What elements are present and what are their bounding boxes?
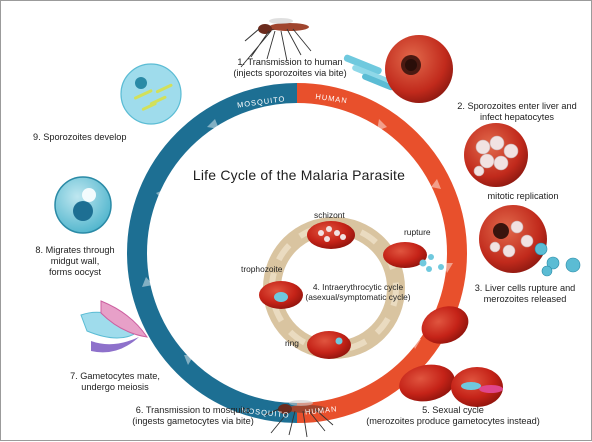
step-7-line-1: 7. Gametocytes mate, [55, 371, 175, 382]
step-4-line-1: 4. Intraerythrocytic cycle [295, 282, 421, 292]
step-2-label: 2. Sporozoites enter liver and infect he… [449, 101, 585, 123]
step-6-line-2: (ingests gametocytes via bite) [119, 416, 267, 427]
sporozoites-develop-illustration [121, 64, 181, 124]
step-3-label: 3. Liver cells rupture and merozoites re… [465, 283, 585, 305]
step-3-line-1: 3. Liver cells rupture and [465, 283, 585, 294]
step-8-line-2: midgut wall, [25, 256, 125, 267]
mitotic-label: mitotic replication [469, 191, 577, 202]
mitotic-line-1: mitotic replication [469, 191, 577, 202]
schizont-label: schizont [314, 210, 345, 220]
rupture-label: rupture [404, 227, 431, 237]
step-5-line-1: 5. Sexual cycle [355, 405, 551, 416]
step-8-label: 8. Migrates through midgut wall, forms o… [25, 245, 125, 278]
step-3-line-2: merozoites released [465, 294, 585, 305]
step-8-line-1: 8. Migrates through [25, 245, 125, 256]
step-2-line-1: 2. Sporozoites enter liver and [449, 101, 585, 112]
mitotic-liver-cell [464, 123, 528, 187]
step-5-label: 5. Sexual cycle (merozoites produce game… [355, 405, 551, 427]
oocyst-illustration [55, 177, 111, 233]
trophozoite-label: trophozoite [241, 264, 282, 274]
step-4-label: 4. Intraerythrocytic cycle (asexual/symp… [295, 282, 421, 302]
step-6-line-1: 6. Transmission to mosquito [119, 405, 267, 416]
step-4-line-2: (asexual/symptomatic cycle) [295, 292, 421, 302]
schizont-cell [307, 221, 355, 249]
step-1-label: 1. Transmission to human (injects sporoz… [215, 57, 365, 79]
ring-label: ring [285, 338, 299, 348]
step-5-line-2: (merozoites produce gametocytes instead) [355, 416, 551, 427]
step-6-label: 6. Transmission to mosquito (ingests gam… [119, 405, 267, 427]
step-7-line-2: undergo meiosis [55, 382, 175, 393]
step-9-line-1: 9. Sporozoites develop [33, 132, 126, 143]
ring-cell [307, 331, 351, 359]
step-2-line-2: infect hepatocytes [449, 112, 585, 123]
ruptured-liver-cell [479, 205, 580, 276]
step-8-line-3: forms oocyst [25, 267, 125, 278]
infected-hepatocyte [385, 35, 453, 103]
step-1-line-2: (injects sporozoites via bite) [215, 68, 365, 79]
diagram-title: Life Cycle of the Malaria Parasite [149, 167, 449, 183]
step-1-line-1: 1. Transmission to human [215, 57, 365, 68]
step-7-label: 7. Gametocytes mate, undergo meiosis [55, 371, 175, 393]
step-9-label: 9. Sporozoites develop [33, 132, 126, 143]
